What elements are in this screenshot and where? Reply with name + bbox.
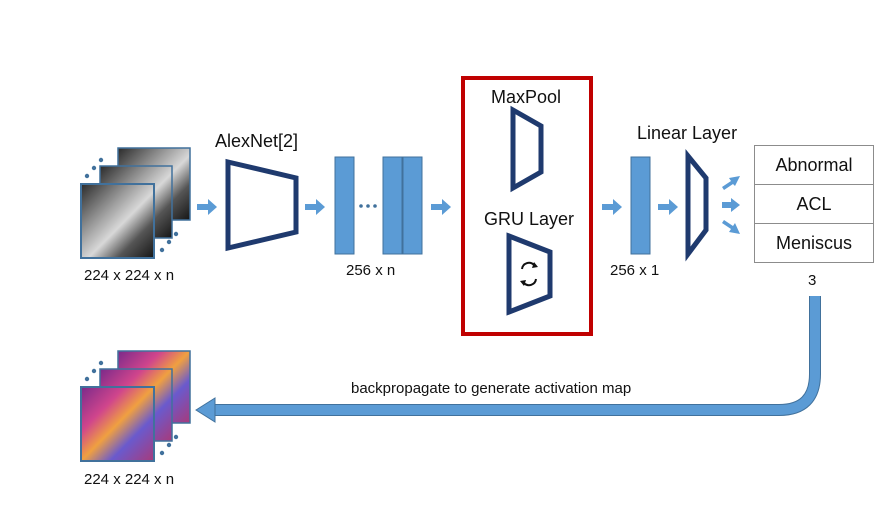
activation-slice-front — [80, 386, 155, 462]
linear-layer-trapezoid — [685, 148, 709, 262]
arrow-to-meniscus — [722, 220, 740, 234]
arrow-to-acl — [722, 198, 740, 212]
pooling-highlight-box — [461, 76, 593, 336]
feature-column-1 — [334, 156, 355, 255]
input-stack-dots — [84, 157, 179, 253]
backprop-arrowhead — [195, 397, 216, 423]
input-dims-label: 224 x 224 x n — [84, 267, 175, 284]
arrow-to-abnormal — [722, 176, 740, 190]
output-dims-label: 224 x 224 x n — [84, 471, 175, 488]
input-slice-front — [80, 183, 155, 259]
pooled-vector-column — [630, 156, 651, 255]
alexnet-label: AlexNet[2] — [215, 131, 299, 151]
feature-column-3 — [402, 156, 423, 255]
feature-columns — [334, 156, 423, 255]
arrow-features-to-pooling — [431, 199, 451, 215]
gru-layer-label: GRU Layer — [484, 209, 575, 229]
output-arrows — [722, 176, 740, 234]
input-image-stack — [80, 147, 191, 259]
backprop-arrow — [214, 296, 820, 415]
activation-map-stack — [80, 350, 191, 462]
linear-layer-label: Linear Layer — [637, 123, 738, 143]
backprop-label: backpropagate to generate activation map — [351, 380, 632, 397]
maxpool-label: MaxPool — [491, 87, 562, 107]
output-class-meniscus: Meniscus — [775, 233, 853, 253]
output-class-acl: ACL — [755, 185, 873, 224]
arrow-alexnet-to-features — [305, 199, 325, 215]
arrow-vector-to-linear — [658, 199, 678, 215]
pooled-dims-label: 256 x 1 — [610, 262, 660, 279]
alexnet-trapezoid — [225, 158, 299, 252]
feature-ellipsis-dots — [359, 204, 377, 208]
arrow-pooling-to-vector — [602, 199, 622, 215]
output-count-label: 3 — [808, 272, 817, 289]
recurrent-icon — [520, 261, 538, 287]
feature-column-2 — [382, 156, 403, 255]
output-class-abnormal: Abnormal — [755, 146, 873, 185]
gru-trapezoid — [506, 232, 553, 316]
output-classes-table: Abnormal ACL Meniscus — [754, 145, 874, 263]
feature-dims-label: 256 x n — [346, 262, 396, 279]
arrow-input-to-alexnet — [197, 199, 217, 215]
maxpool-trapezoid — [510, 105, 544, 193]
activation-stack-dots — [84, 360, 179, 456]
